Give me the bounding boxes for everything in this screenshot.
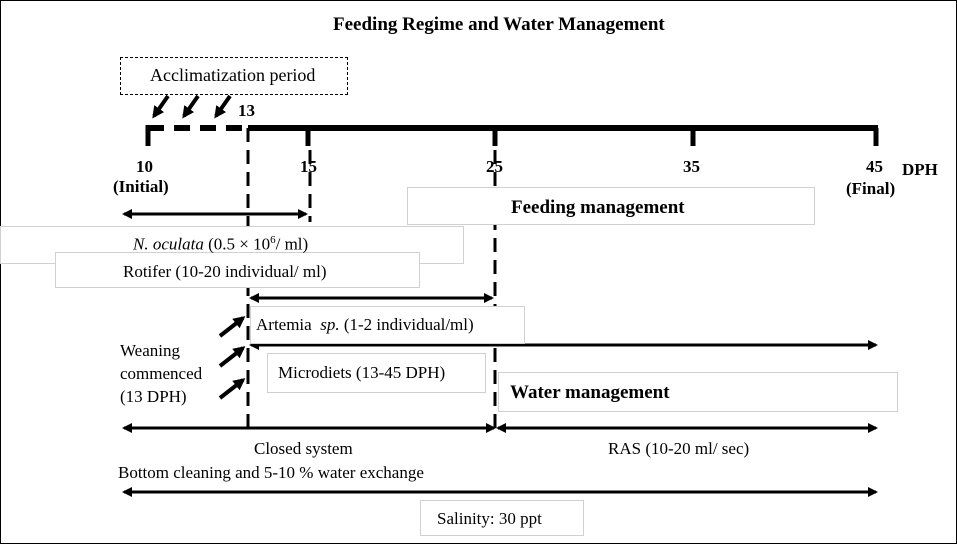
rotifer-box bbox=[55, 252, 420, 288]
weaning-arrow-3 bbox=[218, 378, 246, 400]
tick-label-25: 25 bbox=[486, 157, 503, 176]
n-oculata-density-prefix: (0.5 × 10 bbox=[208, 234, 271, 254]
ras-label: RAS (10-20 ml/ sec) bbox=[608, 439, 750, 458]
weaning-line-2: commenced bbox=[120, 364, 203, 383]
acclimatization-arrow-1 bbox=[152, 94, 170, 119]
unit-label-dph: DPH bbox=[902, 160, 938, 179]
artemia-sp: sp. bbox=[320, 315, 340, 334]
weaning-arrow-1 bbox=[218, 316, 246, 338]
salinity-box bbox=[420, 500, 584, 536]
salinity-label: Salinity: 30 ppt bbox=[437, 509, 542, 528]
acclimatization-arrow-2 bbox=[182, 94, 200, 119]
tick-label-10: 10 bbox=[136, 157, 153, 176]
n-oculata-density-suffix: / ml) bbox=[275, 234, 309, 254]
n-oculata-species: N. oculata bbox=[133, 234, 204, 254]
tick-label-15: 15 bbox=[300, 157, 317, 176]
microdiets-box bbox=[267, 353, 486, 393]
n-oculata-text: N. oculata (0.5 × 106/ ml) bbox=[133, 235, 308, 253]
acclimatization-box bbox=[120, 57, 348, 95]
weaning-arrow-2 bbox=[218, 346, 246, 368]
feeding-management-box bbox=[407, 187, 815, 225]
artemia-name: Artemia bbox=[256, 315, 312, 334]
water-management-label: Water management bbox=[510, 382, 670, 403]
initial-label: (Initial) bbox=[113, 177, 169, 196]
cleaning-label: Bottom cleaning and 5-10 % water exchang… bbox=[118, 463, 424, 482]
weaning-day-label: 13 bbox=[238, 101, 255, 120]
tick-label-45: 45 bbox=[866, 157, 883, 176]
artemia-text: Artemia sp. (1-2 individual/ml) bbox=[256, 316, 474, 333]
water-management-box bbox=[498, 372, 898, 412]
weaning-line-1: Weaning bbox=[120, 341, 180, 360]
microdiets-label: Microdiets (13-45 DPH) bbox=[278, 363, 446, 382]
final-label: (Final) bbox=[846, 179, 896, 198]
n-oculata-density-exponent: 6 bbox=[270, 234, 276, 246]
feeding-management-label: Feeding management bbox=[511, 197, 685, 218]
weaning-line-3: (13 DPH) bbox=[120, 387, 187, 406]
acclimatization-label: Acclimatization period bbox=[150, 65, 316, 85]
artemia-density: (1-2 individual/ml) bbox=[343, 315, 474, 334]
artemia-box bbox=[250, 306, 525, 344]
rotifer-label: Rotifer (10-20 individual/ ml) bbox=[123, 262, 327, 281]
closed-system-label: Closed system bbox=[254, 439, 353, 458]
tick-label-35: 35 bbox=[683, 157, 700, 176]
figure-title: Feeding Regime and Water Management bbox=[333, 14, 665, 35]
acclimatization-arrow-3 bbox=[214, 94, 232, 119]
